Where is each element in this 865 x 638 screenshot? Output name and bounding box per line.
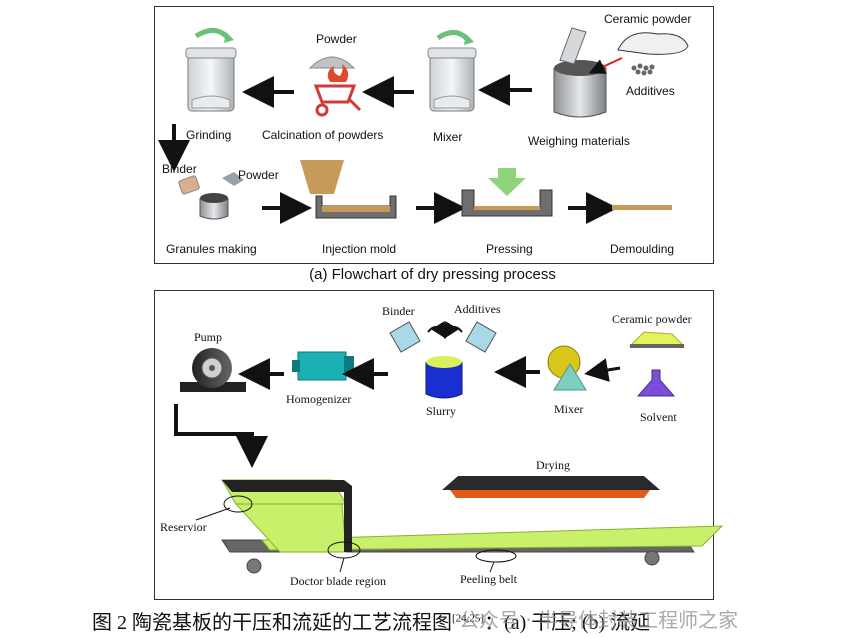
label-demoulding: Demoulding xyxy=(610,242,675,256)
label-peeling-belt: Peeling belt xyxy=(460,572,517,586)
figure-caption: 图 2 陶瓷基板的干压和流延的工艺流程图[24,25]：(a) 干压; (b) … xyxy=(92,606,650,635)
label-powder-a: Powder xyxy=(316,32,357,46)
ceramic-powder-b-icon xyxy=(628,331,686,348)
label-binder-a: Binder xyxy=(162,162,197,176)
figure-caption-tail: ：(a) 干压; (b) 流延 xyxy=(484,612,651,634)
label-drying: Drying xyxy=(536,458,570,472)
label-ceramic-powder-b: Ceramic powder xyxy=(612,312,692,326)
mixer-b-icon xyxy=(547,345,587,391)
label-calcination: Calcination of powders xyxy=(262,128,384,142)
label-reservoir: Reservior xyxy=(160,520,207,534)
granules-icon xyxy=(178,172,244,220)
label-pump: Pump xyxy=(194,330,223,344)
pressing-icon xyxy=(461,168,553,217)
label-mixer-b: Mixer xyxy=(554,402,584,416)
label-additives-b: Additives xyxy=(454,302,501,316)
figure-caption-text: 图 2 陶瓷基板的干压和流延的工艺流程图 xyxy=(92,612,452,634)
label-binder-b: Binder xyxy=(382,304,415,318)
label-homogenizer: Homogenizer xyxy=(286,392,352,406)
label-ceramic-powder-a: Ceramic powder xyxy=(604,12,692,26)
homogenizer-icon xyxy=(292,351,354,381)
mixer-jar-icon xyxy=(427,30,477,112)
label-additives-a: Additives xyxy=(626,84,675,98)
label-pressing: Pressing xyxy=(486,242,533,256)
tape-caster-icon xyxy=(221,479,724,574)
label-granules: Granules making xyxy=(166,242,257,256)
label-powder2-a: Powder xyxy=(238,168,279,182)
pump-icon xyxy=(180,348,246,392)
grinding-jar-icon xyxy=(185,28,237,112)
watermark: 公众号 · 半导体封装工程师之家 xyxy=(459,608,739,632)
caption-panel-a: (a) Flowchart of dry pressing process xyxy=(309,266,556,283)
calcination-icon xyxy=(308,56,362,117)
solvent-icon xyxy=(636,369,676,397)
label-injection: Injection mold xyxy=(322,242,397,256)
drying-hood-icon xyxy=(442,476,660,498)
weighing-cup-icon xyxy=(553,27,689,118)
label-grinding: Grinding xyxy=(186,128,232,142)
injection-mold-icon xyxy=(300,160,397,219)
label-slurry: Slurry xyxy=(426,404,456,418)
arrow-b5 xyxy=(174,404,268,468)
arrow-b4 xyxy=(584,358,621,382)
label-mixer-a: Mixer xyxy=(433,130,463,144)
demoulded-part-icon xyxy=(612,205,672,210)
label-doctor-blade: Doctor blade region xyxy=(290,574,386,588)
label-solvent: Solvent xyxy=(640,410,677,424)
figure-caption-ref: [24,25] xyxy=(452,612,485,625)
slurry-binder-additives-icon xyxy=(389,321,497,399)
label-weighing: Weighing materials xyxy=(528,134,630,148)
